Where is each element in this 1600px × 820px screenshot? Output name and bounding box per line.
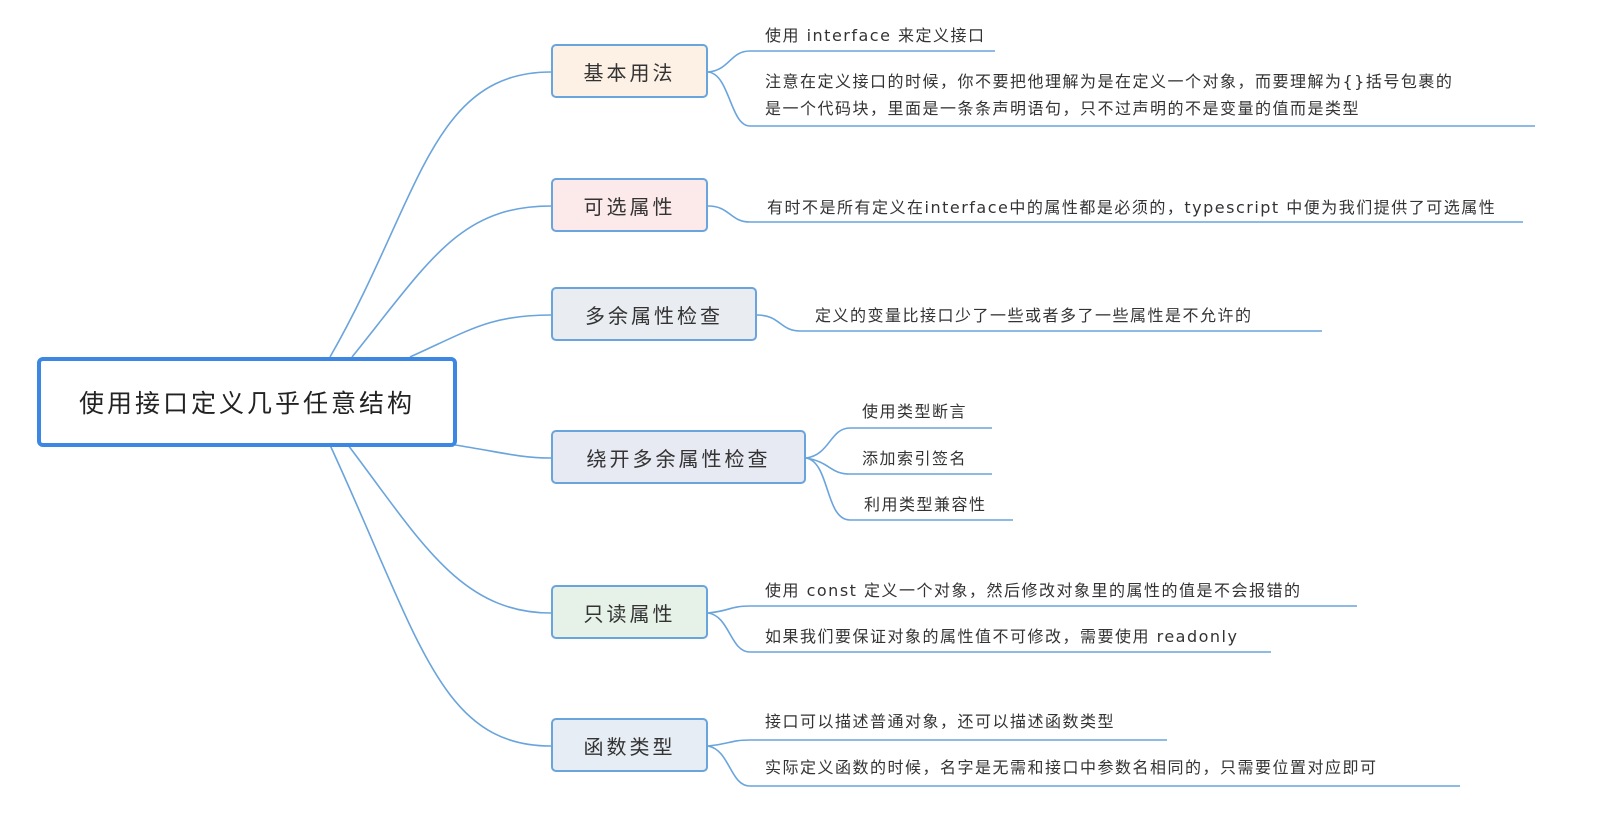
root-node[interactable]: 使用接口定义几乎任意结构: [37, 357, 457, 447]
leaf-item[interactable]: 接口可以描述普通对象，还可以描述函数类型: [765, 712, 1116, 731]
branch-bypass-excess-check[interactable]: 绕开多余属性检查: [551, 430, 806, 484]
leaf-item[interactable]: 利用类型兼容性: [864, 495, 987, 514]
leaf-item[interactable]: 注意在定义接口的时候，你不要把他理解为是在定义一个对象，而要理解为{}括号包裹的: [765, 72, 1454, 91]
leaf-item[interactable]: 添加索引签名: [862, 449, 968, 468]
branch-excess-property-check[interactable]: 多余属性检查: [551, 287, 757, 341]
branch-label: 多余属性检查: [585, 303, 723, 328]
branch-readonly-properties[interactable]: 只读属性: [551, 585, 708, 639]
branch-label: 只读属性: [583, 601, 676, 626]
leaf-item[interactable]: 有时不是所有定义在interface中的属性都是必须的，typescript 中…: [767, 198, 1497, 217]
branch-label: 函数类型: [583, 734, 676, 759]
leaf-item[interactable]: 如果我们要保证对象的属性值不可修改，需要使用 readonly: [765, 627, 1239, 646]
leaf-item[interactable]: 实际定义函数的时候，名字是无需和接口中参数名相同的，只需要位置对应即可: [765, 758, 1378, 777]
leaf-item[interactable]: 使用 interface 来定义接口: [765, 26, 986, 45]
leaf-item[interactable]: 使用类型断言: [862, 402, 968, 421]
root-label: 使用接口定义几乎任意结构: [78, 389, 415, 418]
branch-basic-usage[interactable]: 基本用法: [551, 44, 708, 98]
branch-label: 绕开多余属性检查: [586, 446, 771, 471]
branch-optional-properties[interactable]: 可选属性: [551, 178, 708, 232]
branch-label: 可选属性: [583, 194, 676, 219]
leaf-item[interactable]: 是一个代码块，里面是一条条声明语句，只不过声明的不是变量的值而是类型: [765, 99, 1361, 118]
branch-label: 基本用法: [583, 60, 676, 85]
leaf-item[interactable]: 定义的变量比接口少了一些或者多了一些属性是不允许的: [815, 306, 1253, 325]
branch-function-types[interactable]: 函数类型: [551, 718, 708, 772]
leaf-item[interactable]: 使用 const 定义一个对象，然后修改对象里的属性的值是不会报错的: [765, 581, 1302, 600]
